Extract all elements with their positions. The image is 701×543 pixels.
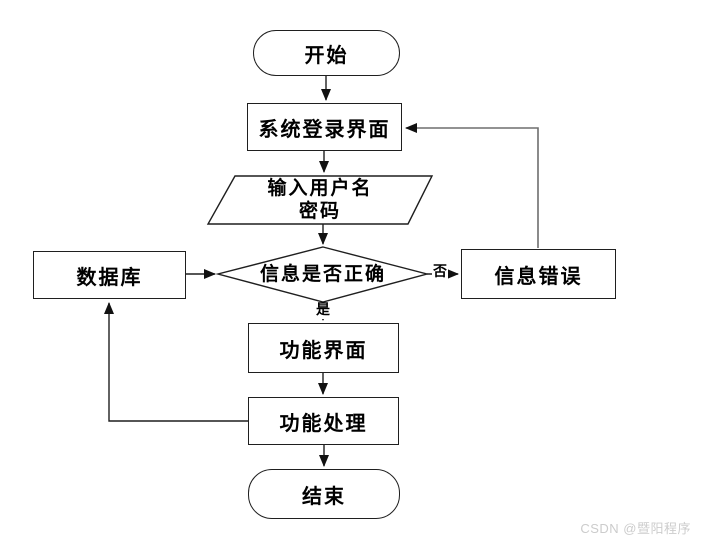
edge-function-process-database — [104, 302, 248, 422]
node-error-label: 信息错误 — [494, 265, 583, 288]
watermark: CSDN @暨阳程序 — [580, 521, 691, 536]
edge-error-login — [405, 123, 539, 248]
node-input-shape — [206, 175, 434, 225]
edge-label-yes: 是 — [315, 303, 331, 319]
node-login-label: 系统登录界面 — [258, 118, 391, 141]
node-start-label: 开始 — [304, 44, 349, 67]
node-function-process: 功能处理 — [248, 397, 399, 445]
node-end-label: 结束 — [302, 485, 346, 508]
node-start: 开始 — [253, 30, 400, 76]
node-end: 结束 — [248, 469, 400, 519]
node-decision-shape — [215, 246, 430, 303]
node-function-ui: 功能界面 — [248, 323, 399, 373]
node-function-ui-label: 功能界面 — [279, 339, 368, 362]
node-login: 系统登录界面 — [247, 103, 402, 151]
node-function-process-label: 功能处理 — [279, 412, 368, 435]
edge-label-no: 否 — [432, 265, 448, 281]
node-database: 数据库 — [33, 251, 186, 299]
node-database-label: 数据库 — [76, 266, 143, 289]
node-error: 信息错误 — [461, 249, 616, 299]
